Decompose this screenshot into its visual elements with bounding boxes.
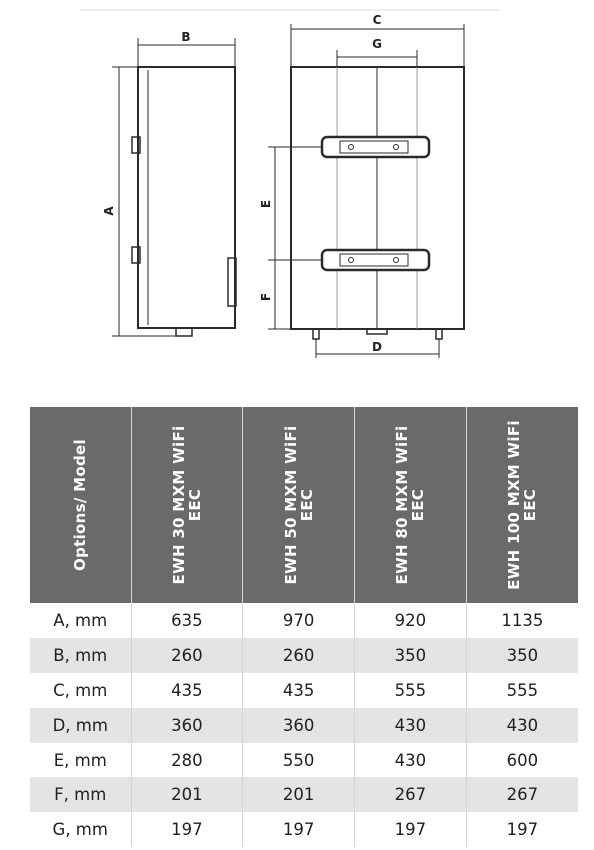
value-cell: 197 [466,812,578,848]
option-cell: B, mm [30,637,132,673]
option-cell: C, mm [30,672,132,708]
value-cell: 201 [242,777,355,813]
label-d: D [372,340,382,354]
value-cell: 1135 [466,603,578,638]
value-cell: 435 [242,672,355,708]
label-e: E [259,200,273,208]
header-model: EWH 50 MXM WiFi EEC [242,407,355,603]
value-cell: 555 [354,672,467,708]
value-cell: 197 [131,812,244,848]
side-view [112,38,237,337]
option-cell: A, mm [30,603,132,638]
table-row: F, mm 201 201 267 267 [30,777,578,813]
table-row: A, mm 635 970 920 1135 [30,603,578,638]
value-cell: 600 [466,742,578,778]
value-cell: 435 [131,672,244,708]
value-cell: 197 [242,812,355,848]
table-row: D, mm 360 360 430 430 [30,707,578,743]
value-cell: 635 [131,603,244,638]
label-g: G [372,37,382,51]
front-view [268,24,465,358]
value-cell: 350 [466,637,578,673]
option-cell: F, mm [30,777,132,813]
value-cell: 350 [354,637,467,673]
value-cell: 260 [242,637,355,673]
table-row: E, mm 280 550 430 600 [30,742,578,778]
table-row: C, mm 435 435 555 555 [30,672,578,708]
value-cell: 430 [354,707,467,743]
dimension-drawing: A B C G E [80,9,500,358]
table-row: G, mm 197 197 197 197 [30,812,578,848]
value-cell: 360 [242,707,355,743]
header-corner: Options/ Model [30,407,132,603]
label-b: B [181,30,190,44]
value-cell: 197 [354,812,467,848]
label-f: F [259,293,273,301]
value-cell: 555 [466,672,578,708]
value-cell: 267 [354,777,467,813]
option-cell: E, mm [30,742,132,778]
value-cell: 920 [354,603,467,638]
label-c: C [373,13,382,27]
table-row: B, mm 260 260 350 350 [30,637,578,673]
option-cell: G, mm [30,812,132,848]
spec-table: Options/ Model EWH 30 MXM WiFi EEC EWH 5… [30,407,578,848]
value-cell: 430 [354,742,467,778]
option-cell: D, mm [30,707,132,743]
header-model: EWH 80 MXM WiFi EEC [354,407,467,603]
value-cell: 260 [131,637,244,673]
value-cell: 430 [466,707,578,743]
value-cell: 550 [242,742,355,778]
label-a: A [102,206,116,216]
table-header-row: Options/ Model EWH 30 MXM WiFi EEC EWH 5… [30,407,578,603]
value-cell: 970 [242,603,355,638]
value-cell: 360 [131,707,244,743]
value-cell: 280 [131,742,244,778]
header-model: EWH 30 MXM WiFi EEC [131,407,244,603]
header-model: EWH 100 MXM WiFi EEC [466,407,578,603]
value-cell: 201 [131,777,244,813]
value-cell: 267 [466,777,578,813]
